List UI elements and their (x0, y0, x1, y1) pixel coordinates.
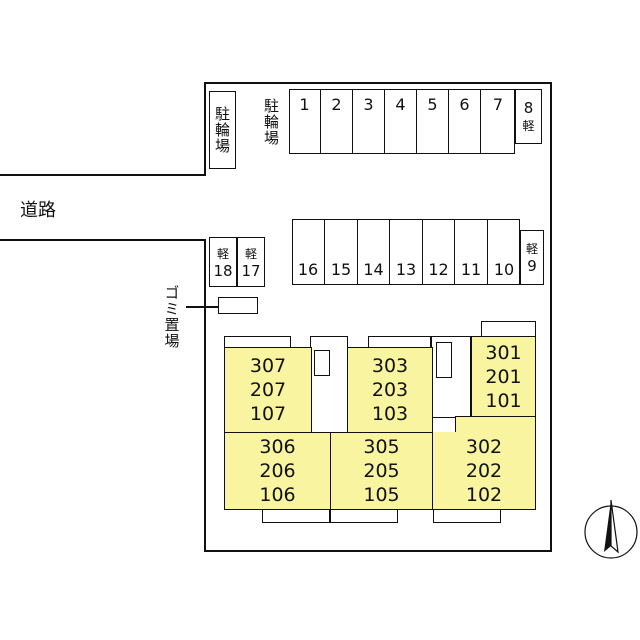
room-number: 106 (259, 484, 296, 506)
room-number: 301 (485, 342, 522, 364)
parking-slot: 15 (325, 219, 358, 285)
kei-17-number: 17 (241, 261, 261, 280)
room-number: 206 (259, 460, 296, 482)
kei-18-number: 18 (213, 261, 233, 280)
parking-slot: 6 (449, 89, 481, 154)
unit-301-201-101: 301 201 101 (471, 336, 536, 418)
bike-parking-left: 駐輪場 (209, 91, 236, 169)
north-arrow-icon (584, 499, 638, 559)
unit-305-205-105: 305 205 105 (330, 432, 433, 510)
parking-slot: 16 (292, 219, 325, 285)
parking-slot: 13 (390, 219, 423, 285)
site-left-edge-upper (204, 82, 206, 176)
kei-9-number: 9 (527, 257, 537, 275)
road-lower-edge (0, 239, 205, 241)
room-number: 103 (371, 403, 409, 425)
room-number: 302 (465, 435, 503, 458)
room-number: 201 (485, 366, 522, 388)
room-number: 107 (249, 403, 287, 425)
site-left-edge-lower (204, 239, 206, 552)
room-number: 306 (259, 436, 296, 458)
bike-parking-left-label: 駐輪場 (213, 106, 231, 154)
parking-slot: 11 (455, 219, 488, 285)
bike-parking-right-label: 駐輪場 (262, 98, 280, 146)
site-top-edge (204, 82, 552, 84)
building-bottom-tab-left (262, 508, 330, 523)
room-number: 207 (249, 379, 287, 401)
room-number: 203 (371, 379, 409, 401)
building-bottom-tab-mid (330, 508, 398, 523)
room-number: 105 (363, 484, 400, 506)
parking-slot: 2 (321, 89, 353, 154)
unit-302-202-102: 302 202 102 (432, 432, 536, 510)
garbage-leader-line (186, 306, 218, 308)
site-bottom-edge (204, 550, 552, 552)
parking-slot: 4 (385, 89, 417, 154)
building-top-tab-right (481, 321, 536, 337)
unit-307-207-107: 307 207 107 (224, 347, 312, 433)
parking-slot: 12 (423, 219, 455, 285)
site-right-edge (550, 82, 552, 552)
kei-8-number: 8 (523, 99, 534, 117)
building-bottom-tab-right (433, 508, 501, 523)
road-upper-edge (0, 174, 205, 176)
parking-kei-8: 8 軽 (515, 89, 542, 144)
unit-306-206-106: 306 206 106 (224, 432, 331, 510)
room-number: 102 (465, 483, 503, 506)
room-number: 101 (485, 390, 522, 412)
staircase-right-steps (436, 342, 452, 378)
unit-303-203-103: 303 203 103 (347, 347, 433, 433)
room-number: 305 (363, 436, 400, 458)
parking-kei-9: 軽 9 (520, 230, 544, 285)
room-number: 202 (465, 459, 503, 482)
parking-slot: 5 (417, 89, 449, 154)
room-number: 303 (371, 355, 409, 377)
parking-slot: 3 (353, 89, 385, 154)
parking-top-row (289, 89, 515, 154)
parking-kei-17: 軽 17 (237, 237, 265, 287)
parking-middle-row (292, 219, 520, 285)
room-number: 205 (363, 460, 400, 482)
kei-9-type: 軽 (525, 242, 538, 256)
parking-slot: 14 (358, 219, 390, 285)
parking-slot: 10 (493, 260, 515, 279)
road-label: 道路 (20, 200, 56, 221)
parking-kei-18: 軽 18 (209, 237, 237, 287)
staircase-left-steps (314, 350, 330, 376)
parking-slot: 1 (289, 89, 321, 154)
garbage-label: ゴミ置場 (162, 285, 181, 349)
kei-18-type: 軽 (216, 246, 229, 261)
kei-8-type: 軽 (522, 119, 535, 133)
kei-17-type: 軽 (244, 246, 257, 261)
parking-slot: 7 (492, 95, 504, 114)
room-number: 307 (249, 355, 287, 377)
garbage-area (218, 297, 258, 314)
